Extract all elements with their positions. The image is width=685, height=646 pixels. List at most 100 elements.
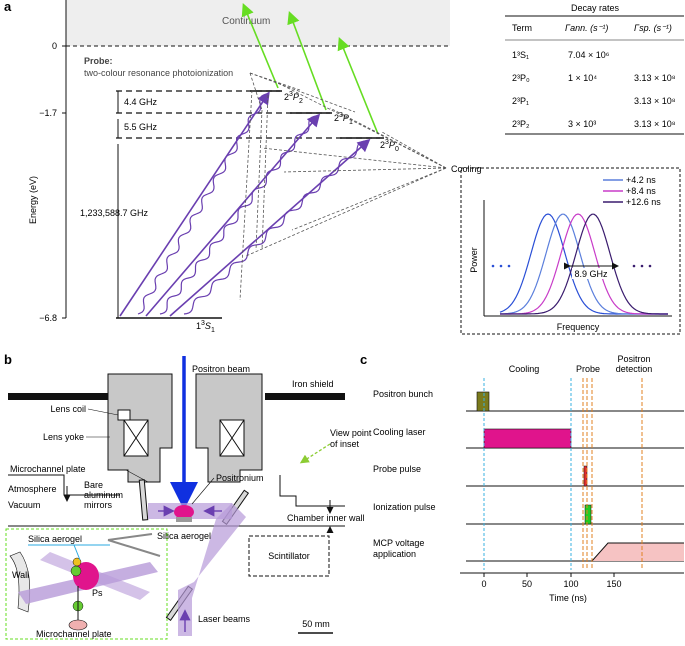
view-point-label-2: of inset [330, 439, 360, 449]
legend-8ns: +8.4 ns [626, 186, 656, 196]
time-tick-label-100: 100 [563, 579, 578, 589]
chamber-label: Chamber inner wall [287, 513, 365, 523]
continuum-label: Continuum [222, 16, 270, 27]
gap-big-label: 1,233,588.7 GHz [80, 208, 149, 218]
tick-label-6-8: −6.8 [39, 313, 57, 323]
mcp-voltage-line [466, 542, 684, 562]
probe-lines [239, 72, 356, 301]
phase-detection-label-2: detection [616, 364, 653, 374]
inset-gap-label: 8.9 GHz [574, 269, 608, 279]
inset-curve-4ns [499, 213, 668, 315]
iron-shield-label: Iron shield [292, 379, 334, 389]
decay-wave-p2 [137, 93, 267, 315]
panel-b: b Iron shield Positron beam Lens coil Le… [4, 352, 372, 640]
legend-4ns: +4.2 ns [626, 175, 656, 185]
inset-yellow-ball [72, 557, 82, 567]
inset-ps-label: Ps [92, 588, 103, 598]
ionization-arrow-p0 [337, 37, 379, 135]
label-ground: 13S1 [196, 320, 215, 334]
cooling-lines [245, 81, 447, 257]
iron-shield-left [8, 393, 158, 400]
table-header-ann: Γann. (s⁻¹) [565, 23, 608, 33]
positronium-cloud [174, 505, 194, 519]
excitation-arrow-p2 [119, 91, 270, 317]
inset-green-ball-1 [70, 565, 82, 577]
mirrors-label: mirrors [84, 500, 112, 510]
inset-frame [460, 167, 681, 335]
table-title: Decay rates [571, 3, 620, 13]
table-cell-term-3: 2³P₂ [512, 119, 530, 129]
table-cell-term-1: 2³P₀ [512, 73, 530, 83]
table-cell-sp-1: 3.13 × 10⁸ [634, 73, 676, 83]
ionization-pulse [584, 504, 592, 525]
lens-coil-label: Lens coil [50, 404, 86, 414]
positronium-label: Positronium [216, 473, 264, 483]
cooling-inset: Power Frequency +4.2 ns +8.4 ns +12.6 ns… [460, 167, 681, 335]
aluminum-label: aluminum [84, 490, 123, 500]
gap-44-label: 4.4 GHz [124, 97, 158, 107]
table-cell-sp-2: 3.13 × 10⁸ [634, 96, 676, 106]
lens-coil-left-top [117, 409, 131, 421]
inset-mcp-label: Microchannel plate [36, 629, 112, 639]
phase-detection-label-1: Positron [617, 354, 650, 364]
excitation-arrow-p0 [169, 138, 371, 317]
gap-55-label: 5.5 GHz [124, 122, 158, 132]
panel-a: a Continuum 0 −1.7 −6.8 Energy (eV) Prob… [4, 0, 684, 335]
decay-wave-p1 [159, 115, 317, 315]
inset-curve-8ns [500, 213, 668, 315]
table-cell-term-0: 1³S₁ [512, 50, 529, 60]
inset-curve-12ns [500, 213, 668, 315]
inset-wall-label: Wall [12, 570, 29, 580]
label-p2: 23P2 [284, 91, 303, 105]
cooling-label: Cooling [451, 164, 482, 174]
row-label-positron: Positron bunch [373, 389, 433, 399]
mirror-left [138, 479, 149, 521]
row-label-cooling: Cooling laser [373, 427, 426, 437]
table-header-term: Term [512, 23, 532, 33]
chamber-wall-right-top [279, 475, 345, 507]
panel-a-letter: a [4, 0, 12, 14]
inset-silica-label: Silica aerogel [28, 534, 82, 544]
scintillator-box [248, 535, 330, 577]
time-tick-label-150: 150 [606, 579, 621, 589]
phase-probe-label: Probe [576, 364, 600, 374]
row-label-ionization: Ionization pulse [373, 502, 436, 512]
lens-coil-right-cross [219, 419, 245, 457]
panel-b-letter: b [4, 352, 12, 367]
energy-axis-label: Energy (eV) [28, 176, 38, 224]
laser-path [178, 503, 246, 636]
silica-aerogel-target [176, 517, 192, 522]
panel-c: c Cooling Probe Positron detection Posit… [360, 352, 684, 603]
phase-cooling-label: Cooling [509, 364, 540, 374]
inset-b-frame [5, 528, 168, 640]
panel-c-letter: c [360, 352, 367, 367]
label-p0: 23P0 [380, 139, 399, 153]
bare-label: Bare [84, 480, 103, 490]
probe-description: two-colour resonance photoionization [84, 68, 233, 78]
view-point-label: View point [330, 428, 372, 438]
ionization-arrow-p1 [287, 11, 327, 111]
excitation-arrow-p1 [145, 113, 321, 317]
table-cell-term-2: 2³P₁ [512, 96, 529, 106]
inset-rod [107, 533, 161, 557]
legend-12ns: +12.6 ns [626, 197, 661, 207]
iron-shield-right [265, 393, 345, 400]
ionization-arrow-p2 [241, 3, 279, 89]
inset-xlabel: Frequency [557, 322, 600, 332]
inset-mcp-disc [68, 619, 88, 631]
mcp-voltage-fill [592, 543, 684, 561]
view-point-arrow [299, 443, 331, 464]
time-tick-label-0: 0 [481, 579, 486, 589]
row-label-mcp: MCP voltage [373, 538, 424, 548]
panel-b-inset: Wall Ps Silica aerogel Microchannel plat… [5, 528, 168, 640]
table-cell-ann-0: 7.04 × 10⁶ [568, 50, 610, 60]
table-cell-sp-3: 3.13 × 10⁸ [634, 119, 676, 129]
tick-label-0: 0 [52, 41, 57, 51]
laser-label: Laser beams [198, 614, 251, 624]
atmosphere-label: Atmosphere [8, 484, 57, 494]
inset-left-dots [491, 264, 511, 268]
inset-silica-leader-2 [73, 544, 81, 561]
scale-label: 50 mm [302, 619, 330, 629]
label-p1: 23P1 [334, 112, 353, 126]
